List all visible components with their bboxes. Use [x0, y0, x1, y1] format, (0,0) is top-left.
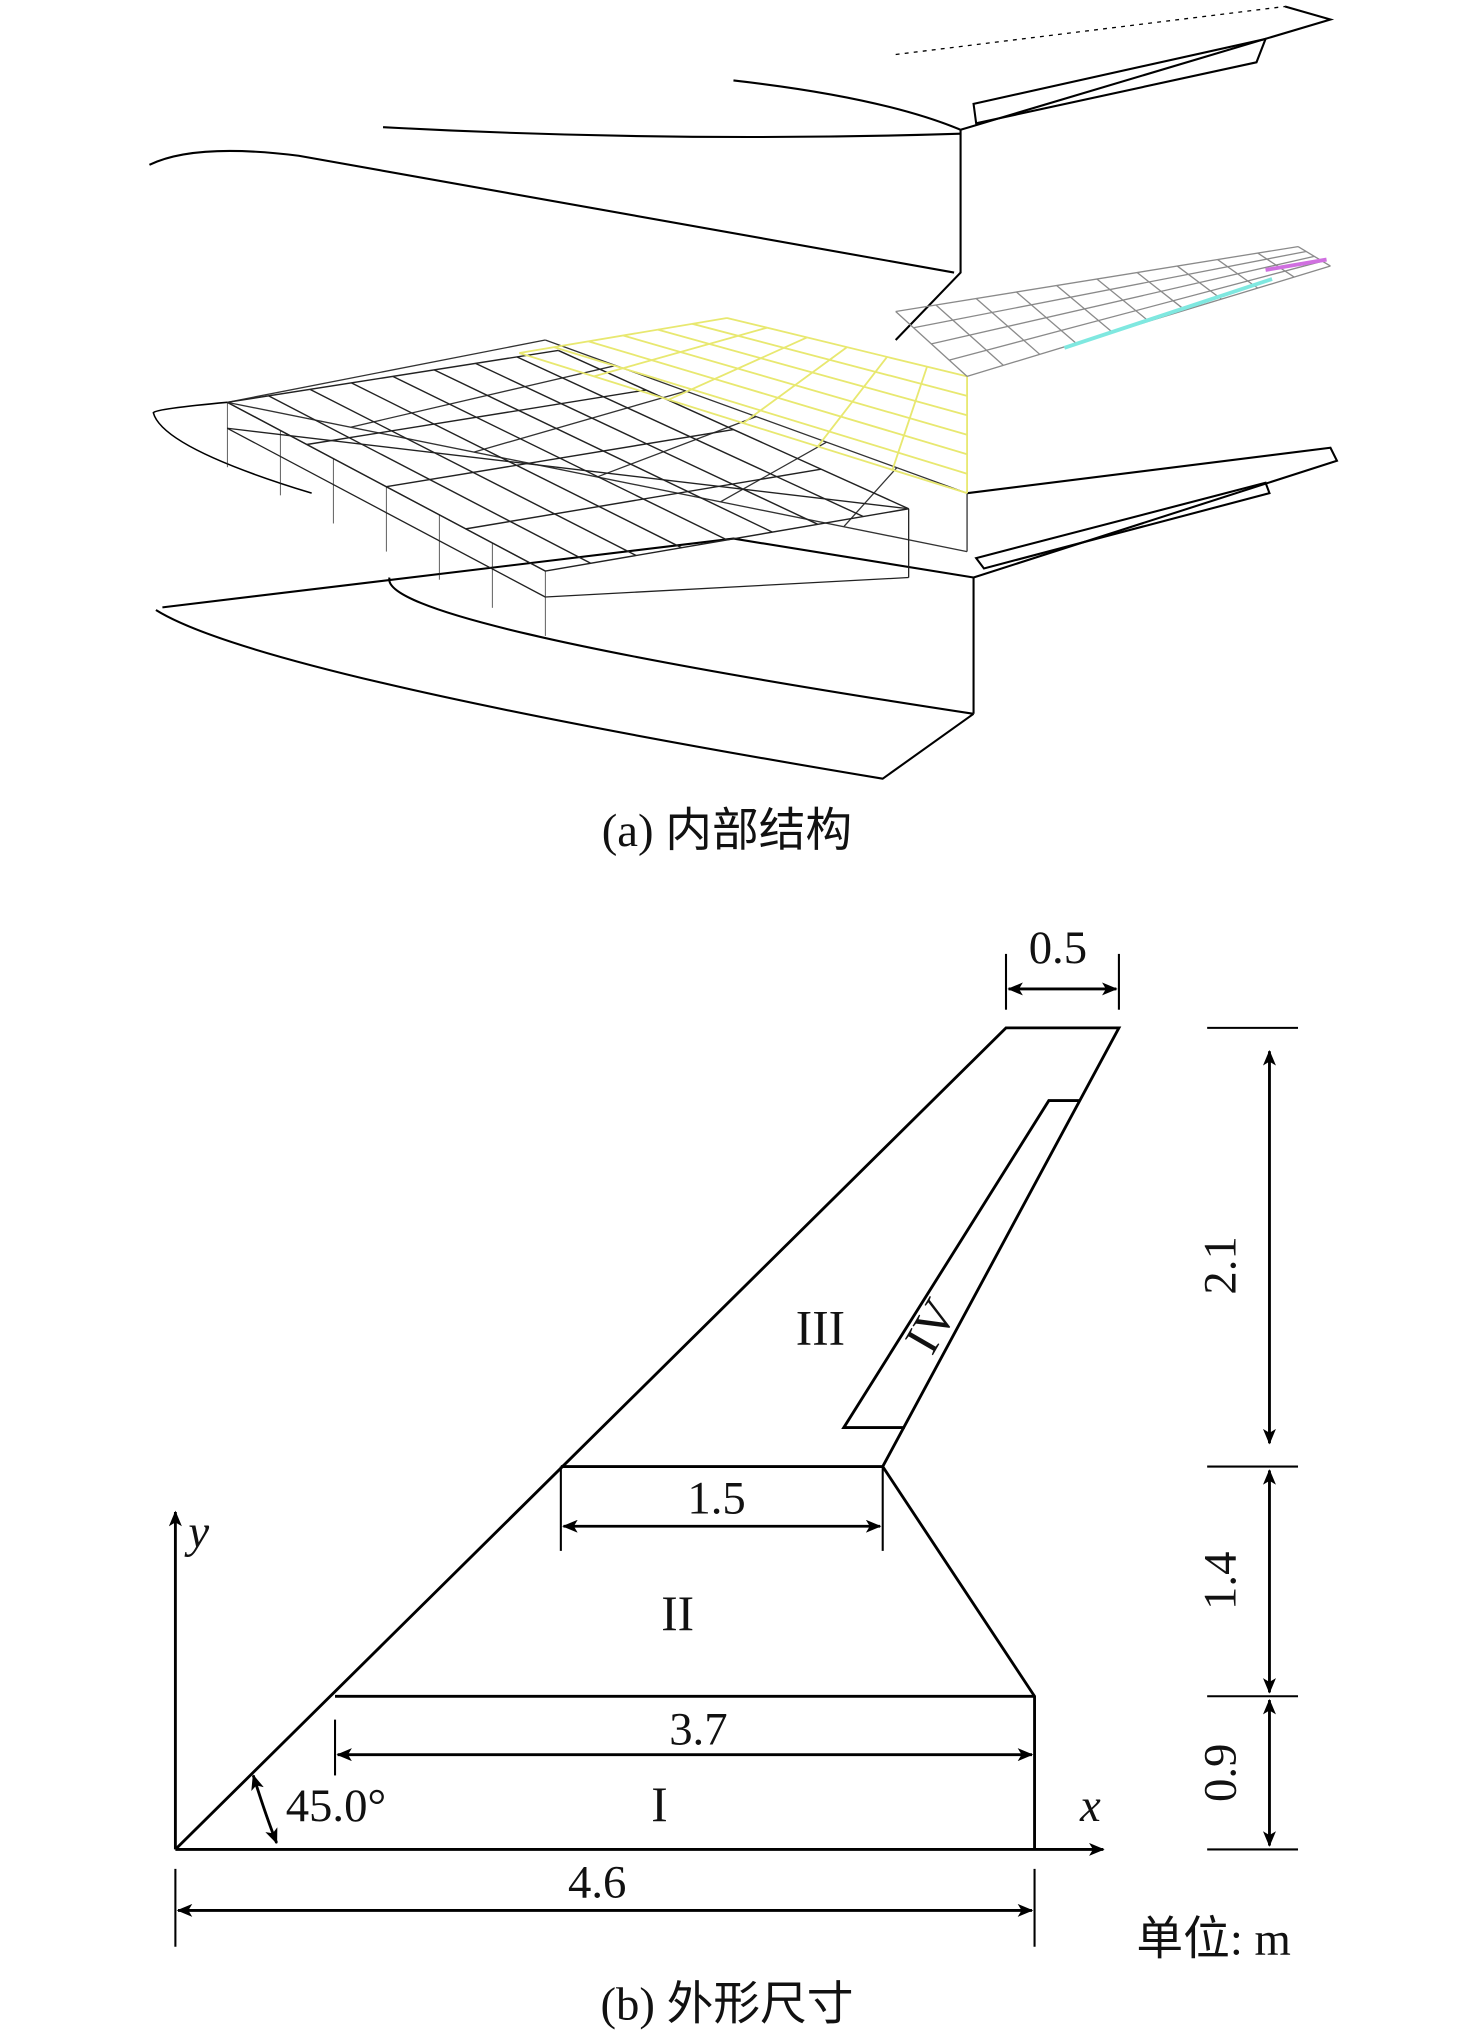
mid-mesh-line: [593, 326, 768, 378]
outboard-mesh-line: [1297, 246, 1331, 267]
inboard-mesh-line: [473, 390, 687, 453]
region-II-label: II: [661, 1586, 694, 1641]
unit-label: 单位: m: [1136, 1914, 1290, 1966]
planform-dimensions: [168, 953, 1299, 1947]
height-mid-label: 1.4: [1195, 1552, 1247, 1610]
outboard-highlight: [1063, 277, 1273, 350]
upper-dotted-edge: [895, 5, 1286, 56]
inboard-mesh-line: [227, 349, 559, 404]
angle-label: 45.0°: [286, 1780, 386, 1832]
outboard-mesh-line: [895, 245, 1299, 313]
upper-root-edge: [894, 129, 962, 341]
angle-arc: [251, 1774, 278, 1845]
lower-tip-edge: [966, 446, 1339, 579]
caption-b: (b) 外形尺寸: [600, 1978, 853, 2030]
inboard-lower-edge-line: [227, 427, 909, 510]
inboard-mesh-line: [350, 364, 616, 428]
outboard-mesh-line: [949, 260, 1323, 361]
upper-slot: [972, 37, 1268, 125]
inboard-mesh-line: [465, 468, 822, 530]
inner-chord-label: 3.7: [669, 1703, 727, 1755]
mid-mesh-line: [519, 317, 728, 354]
lower-surface-leading: [162, 537, 974, 609]
caption-a: (a) 内部结构: [602, 805, 852, 857]
y-axis-label: y: [184, 1506, 209, 1558]
x-axis-label: x: [1079, 1780, 1101, 1832]
inboard-mesh-line: [386, 428, 734, 488]
mid-mesh-line: [817, 356, 888, 448]
root-chord-label: 4.6: [568, 1856, 626, 1908]
inboard-mesh-line: [545, 508, 909, 572]
upper-surface-outline: [148, 149, 955, 274]
region-I-label: I: [651, 1777, 667, 1832]
internal-structure-view: [148, 5, 1339, 780]
mid-mesh-line: [742, 346, 848, 424]
inboard-mesh-line: [306, 389, 646, 446]
mid-mesh-line: [668, 336, 808, 401]
outboard-mesh-line: [913, 250, 1307, 329]
mid-mesh-line: [519, 352, 968, 495]
upper-surface-leading-edge: [382, 126, 961, 139]
outboard-mesh-line: [931, 255, 1315, 345]
mid-chord-label: 1.5: [687, 1472, 745, 1524]
region-IV-outline: [841, 1099, 1080, 1430]
inboard-mesh-line: [843, 467, 898, 528]
inboard-mesh-line: [227, 339, 546, 403]
inboard-mesh-line: [596, 415, 757, 478]
fin-leading-curve: [152, 401, 312, 494]
region-III-label: III: [796, 1301, 845, 1356]
upper-tip-edge: [960, 5, 1335, 131]
inboard-lower-edge-line: [545, 576, 909, 598]
mid-mesh-line: [891, 366, 928, 471]
height-outer-label: 2.1: [1195, 1236, 1247, 1294]
lower-surface-curve: [388, 577, 974, 715]
lower-slot: [974, 481, 1271, 570]
tip-highlight: [1265, 257, 1327, 272]
wing-outline: [174, 1026, 1122, 1851]
lower-surface-outline: [155, 609, 975, 780]
height-inner-label: 0.9: [1195, 1744, 1247, 1802]
region-IV-label: IV: [894, 1289, 968, 1362]
tip-chord-label: 0.5: [1029, 922, 1087, 974]
upper-surface-curve: [733, 79, 961, 131]
inboard-mesh-line: [720, 441, 827, 503]
